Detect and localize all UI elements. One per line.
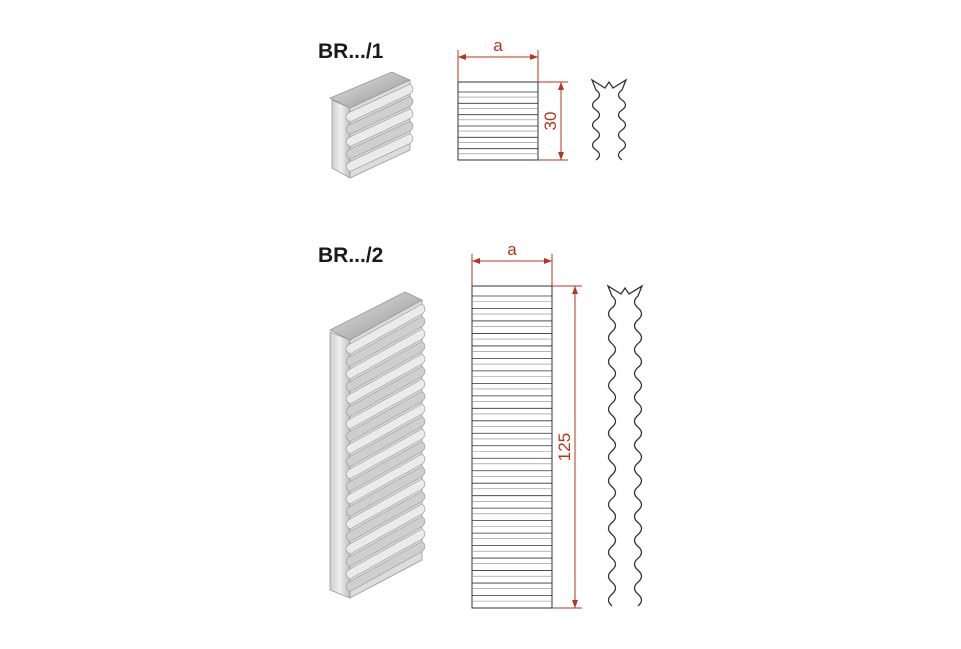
clip-rib — [345, 341, 426, 392]
clip-rib — [345, 541, 426, 592]
clip-rib — [345, 516, 426, 567]
clip-rib — [345, 491, 426, 542]
clip-3d-br1 — [329, 71, 414, 179]
clip-rib — [345, 453, 426, 505]
clip-rib — [345, 133, 414, 172]
clip-rib — [345, 303, 426, 355]
height-dimension-br1 — [538, 81, 568, 161]
clip-rib — [345, 378, 426, 430]
clip-rib — [345, 503, 426, 555]
clip-rib — [345, 478, 426, 530]
front-view-br2 — [471, 285, 553, 609]
clip-rib — [345, 353, 426, 405]
height-label-br2: 125 — [555, 433, 574, 461]
clip-rib — [345, 403, 426, 455]
height-dimension-br2 — [552, 285, 582, 609]
clip-rib — [345, 95, 414, 135]
clip-rib — [345, 416, 426, 467]
front-view-br1 — [457, 81, 539, 161]
clip-rib — [345, 441, 426, 492]
product-label-br2: BR.../2 — [318, 244, 384, 267]
width-label-br1: a — [493, 36, 503, 55]
width-dimension-br2 — [471, 254, 553, 286]
clip-rib — [345, 83, 414, 123]
clip-rib — [345, 391, 426, 442]
height-label-br1: 30 — [541, 112, 560, 131]
clip-rib — [345, 108, 414, 148]
clip-3d-br2 — [329, 291, 426, 599]
clip-rib — [345, 466, 426, 517]
profile-br1 — [590, 78, 628, 161]
width-label-br2: a — [507, 240, 517, 259]
clip-rib — [345, 120, 414, 160]
clip-rib — [345, 366, 426, 417]
product-label-br1: BR.../1 — [318, 40, 384, 63]
clip-rib — [345, 328, 426, 380]
width-dimension-br1 — [457, 50, 539, 82]
clip-rib — [345, 428, 426, 480]
clip-rib — [345, 316, 426, 367]
clip-rib — [345, 528, 426, 580]
profile-br2 — [606, 284, 644, 607]
